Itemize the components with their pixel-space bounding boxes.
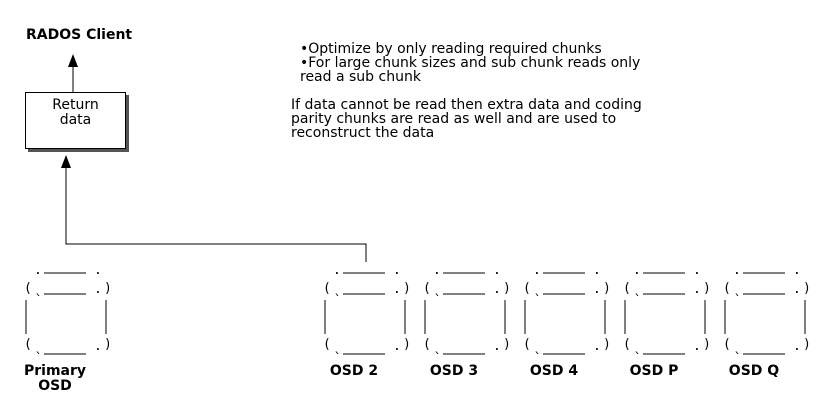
cyl-dot: . (793, 282, 801, 297)
cyl-dot: . (493, 263, 501, 278)
cyl-paren: ( (423, 281, 431, 296)
cyl-paren: ) (104, 281, 112, 296)
cyl-paren: ( (24, 281, 32, 296)
cyl-tick: ˎ (533, 281, 541, 296)
cyl-paren: ) (603, 337, 611, 352)
cyl-paren: ) (503, 281, 511, 296)
cyl-dot: . (693, 282, 701, 297)
cyl-dot: . (593, 339, 601, 354)
osd-label-q: OSD Q (728, 363, 780, 379)
osd-label-p: OSD P (629, 363, 679, 379)
cyl-paren: ) (403, 281, 411, 296)
cyl-paren: ) (803, 337, 811, 352)
cyl-paren: ( (723, 281, 731, 296)
cyl-paren: ) (403, 337, 411, 352)
osd-cylinders: ..(ˎ.)(ˎ.)..(ˎ.)(ˎ.)..(ˎ.)(ˎ.)..(ˎ.)(ˎ.)… (24, 263, 811, 355)
cyl-dot: . (333, 263, 341, 278)
cyl-dot: . (593, 282, 601, 297)
cyl-paren: ) (104, 337, 112, 352)
cyl-paren: ) (603, 281, 611, 296)
return-box-line1: Return (52, 97, 99, 113)
cyl-dot: . (533, 263, 541, 278)
osd-cylinder-2: ..(ˎ.)(ˎ.) (323, 263, 411, 355)
cyl-dot: . (393, 339, 401, 354)
cyl-paren: ( (523, 337, 531, 352)
cyl-dot: . (693, 339, 701, 354)
cyl-paren: ) (703, 281, 711, 296)
cyl-dot: . (94, 339, 102, 354)
cyl-paren: ) (703, 337, 711, 352)
cyl-paren: ( (323, 337, 331, 352)
cyl-paren: ) (503, 337, 511, 352)
cyl-dot: . (393, 263, 401, 278)
osd-label-primary: Primary (23, 363, 87, 379)
cyl-tick: ˎ (733, 339, 741, 354)
cyl-tick: ˎ (633, 281, 641, 296)
cyl-dot: . (94, 282, 102, 297)
note-line-3: reconstruct the data (291, 125, 435, 141)
cyl-tick: ˎ (34, 281, 42, 296)
arrow-osd-to-return (65, 167, 367, 262)
cyl-dot: . (593, 263, 601, 278)
cyl-paren: ( (24, 337, 32, 352)
arrow-head-client (68, 54, 78, 67)
cyl-dot: . (433, 263, 441, 278)
bullet-3: read a sub chunk (300, 69, 421, 85)
osd-label-2: OSD 2 (329, 363, 379, 379)
osd-sublabel-primary: OSD (38, 378, 72, 394)
cyl-paren: ( (423, 337, 431, 352)
cyl-dot: . (793, 339, 801, 354)
rados-client-label: RADOS Client (26, 27, 133, 43)
cyl-paren: ( (723, 337, 731, 352)
cyl-dot: . (34, 263, 42, 278)
cyl-dot: . (733, 263, 741, 278)
osd-cylinder-q: ..(ˎ.)(ˎ.) (723, 263, 811, 355)
cyl-tick: ˎ (433, 281, 441, 296)
cyl-dot: . (493, 339, 501, 354)
osd-label-3: OSD 3 (429, 363, 479, 379)
cyl-tick: ˎ (533, 339, 541, 354)
cyl-paren: ( (623, 337, 631, 352)
cyl-dot: . (493, 282, 501, 297)
cyl-paren: ( (323, 281, 331, 296)
osd-cylinder-3: ..(ˎ.)(ˎ.) (423, 263, 511, 355)
cyl-dot: . (94, 263, 102, 278)
note-line-2: parity chunks are read as well and are u… (291, 111, 617, 127)
cyl-tick: ˎ (433, 339, 441, 354)
osd-cylinder-p: ..(ˎ.)(ˎ.) (623, 263, 711, 355)
osd-cylinder-4: ..(ˎ.)(ˎ.) (523, 263, 611, 355)
cyl-dot: . (693, 263, 701, 278)
cyl-paren: ( (523, 281, 531, 296)
cyl-tick: ˎ (34, 339, 42, 354)
cyl-tick: ˎ (633, 339, 641, 354)
cyl-tick: ˎ (333, 281, 341, 296)
cyl-tick: ˎ (733, 281, 741, 296)
bullet-2: •For large chunk sizes and sub chunk rea… (300, 55, 641, 71)
cyl-tick: ˎ (333, 339, 341, 354)
note-line-1: If data cannot be read then extra data a… (291, 97, 642, 113)
cyl-paren: ) (803, 281, 811, 296)
cyl-dot: . (793, 263, 801, 278)
osd-cylinder-primary: ..(ˎ.)(ˎ.) (24, 263, 112, 355)
return-box-line2: data (59, 112, 92, 128)
cyl-paren: ( (623, 281, 631, 296)
osd-label-4: OSD 4 (529, 363, 579, 379)
cyl-dot: . (633, 263, 641, 278)
return-data-box: Return data (25, 92, 126, 149)
bullet-1: •Optimize by only reading required chunk… (300, 41, 602, 57)
cyl-dot: . (393, 282, 401, 297)
arrow-head-return (61, 155, 71, 168)
